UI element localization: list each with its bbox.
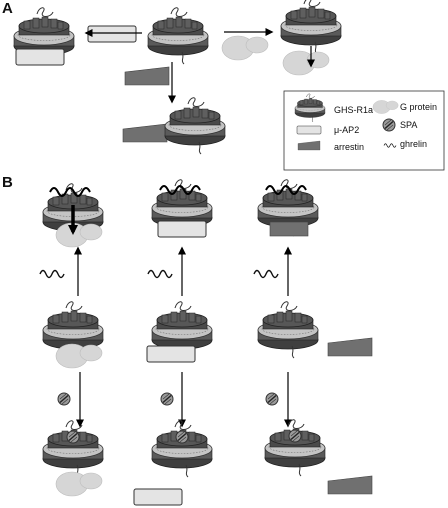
legend-receptor-label: GHS-R1a	[334, 105, 373, 115]
b-mid-receptor-ap2	[146, 301, 213, 363]
legend-ap2-label: μ-AP2	[334, 125, 359, 135]
b-spa-free-2	[160, 392, 174, 406]
b-spa-free-1	[57, 392, 71, 406]
legend: GHS-R1a G protein μ-AP2 SPA arrestin ghr…	[283, 90, 445, 171]
b-ghrelin-free-3	[253, 269, 279, 279]
panel-a-receptor-arrestin	[122, 97, 226, 155]
panel-a-gprotein-free	[221, 35, 269, 61]
panel-a-ap2-free	[87, 25, 137, 43]
b-ghrelin-free-2	[147, 269, 173, 279]
b-ghrelin-free-1	[39, 269, 65, 279]
panel-a-receptor-ap2	[13, 7, 75, 66]
b-top-receptor-ap2	[151, 179, 213, 238]
panel-b-label: B	[2, 174, 13, 191]
b-spa-free-3	[265, 392, 279, 406]
panel-a-label: A	[2, 0, 13, 17]
b-bottom-receptor-ap2	[133, 420, 213, 506]
b-top-receptor-arrestin	[257, 179, 319, 237]
panel-a-receptor-center	[147, 7, 209, 65]
legend-g-protein-label: G protein	[400, 102, 437, 112]
legend-ap2-icon	[296, 125, 322, 135]
legend-arrestin-label: arrestin	[334, 142, 364, 152]
b-top-receptor-gprotein	[42, 183, 104, 248]
panel-a-arrestin-free	[124, 66, 170, 86]
b-bottom-receptor-gprotein	[42, 420, 104, 497]
legend-spa-label: SPA	[400, 120, 417, 130]
b-mid-receptor-arrestin	[257, 301, 373, 359]
b-mid-receptor-gprotein	[42, 301, 104, 369]
b-bottom-receptor-arrestin	[264, 419, 373, 495]
legend-spa-icon	[382, 118, 396, 132]
legend-ghrelin-label: ghrelin	[400, 139, 427, 149]
